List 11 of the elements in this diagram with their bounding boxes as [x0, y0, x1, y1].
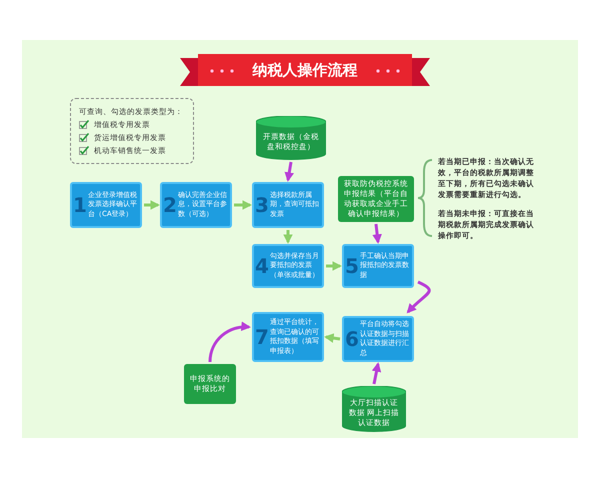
arrow	[283, 230, 293, 244]
title: 纳税人操作流程	[251, 60, 358, 80]
invoice-type-box	[70, 98, 194, 164]
arrow	[324, 333, 340, 343]
arrow	[208, 322, 251, 362]
arrow	[372, 362, 382, 384]
arrow	[234, 200, 252, 210]
arrow	[372, 224, 382, 244]
arrow	[326, 261, 342, 271]
arrow	[144, 200, 160, 210]
arrow	[284, 162, 294, 182]
